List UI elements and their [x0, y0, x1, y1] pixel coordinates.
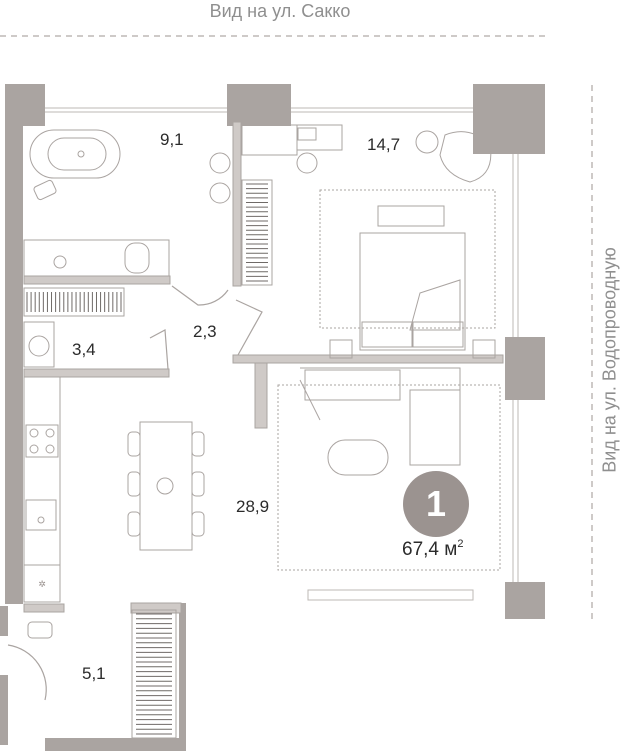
living-furniture	[127, 367, 501, 571]
closet-hangers	[26, 183, 268, 735]
svg-text:✲: ✲	[38, 579, 46, 589]
inner-walls	[23, 121, 504, 614]
room-area-living: 28,9	[236, 497, 270, 516]
total-area: 67,4 м2	[402, 538, 463, 561]
area-unit-superscript: 2	[457, 538, 464, 550]
bathroom	[23, 129, 231, 277]
closets	[23, 179, 273, 739]
bedroom-furniture	[241, 124, 496, 359]
room-area-hall: 5,1	[82, 664, 106, 683]
room-area-bedroom: 14,7	[367, 135, 401, 154]
doors	[7, 285, 263, 701]
walls	[0, 84, 545, 751]
total-area-value: 67,4 м	[402, 539, 458, 560]
washing-machine	[23, 321, 55, 368]
room-area-bathroom: 9,1	[160, 130, 184, 149]
windows	[45, 107, 519, 601]
rooms-count-badge: 1	[403, 471, 469, 537]
room-area-corridor: 2,3	[193, 322, 217, 341]
room-area-laundry: 3,4	[72, 340, 96, 359]
view-label-top: Вид на ул. Сакко	[209, 1, 351, 21]
view-label-right: Вид на ул. Водопроводную	[599, 247, 620, 473]
kitchen: ✲	[23, 376, 61, 603]
hall	[27, 621, 53, 639]
